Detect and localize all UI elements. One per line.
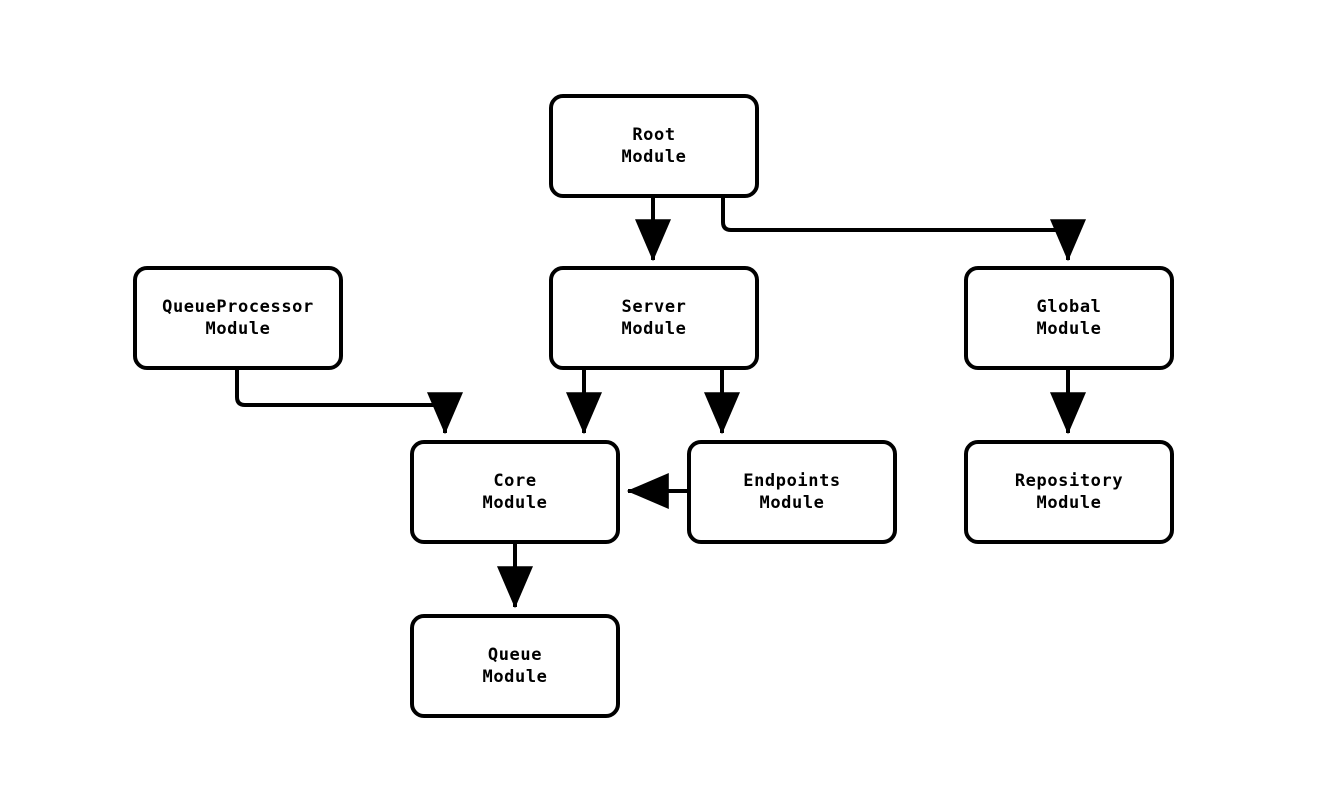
node-global[interactable]: Global Module	[964, 266, 1174, 370]
node-global-label: Global Module	[1036, 297, 1102, 339]
edge-queueprocessor-to-core	[235, 370, 463, 435]
node-repository[interactable]: Repository Module	[964, 440, 1174, 544]
node-core-label: Core Module	[482, 471, 548, 513]
node-server[interactable]: Server Module	[549, 266, 759, 370]
node-endpoints-label: Endpoints Module	[743, 471, 841, 513]
node-core[interactable]: Core Module	[410, 440, 620, 544]
node-repository-label: Repository Module	[1014, 471, 1124, 513]
node-queue-label: Queue Module	[482, 645, 548, 687]
node-server-label: Server Module	[621, 297, 687, 339]
node-root[interactable]: Root Module	[549, 94, 759, 198]
node-queueprocessor-label: QueueProcessor Module	[162, 297, 314, 339]
node-queue[interactable]: Queue Module	[410, 614, 620, 718]
edge-root-to-global	[721, 198, 1086, 262]
node-endpoints[interactable]: Endpoints Module	[687, 440, 897, 544]
node-root-label: Root Module	[621, 125, 687, 167]
node-queueprocessor[interactable]: QueueProcessor Module	[133, 266, 343, 370]
